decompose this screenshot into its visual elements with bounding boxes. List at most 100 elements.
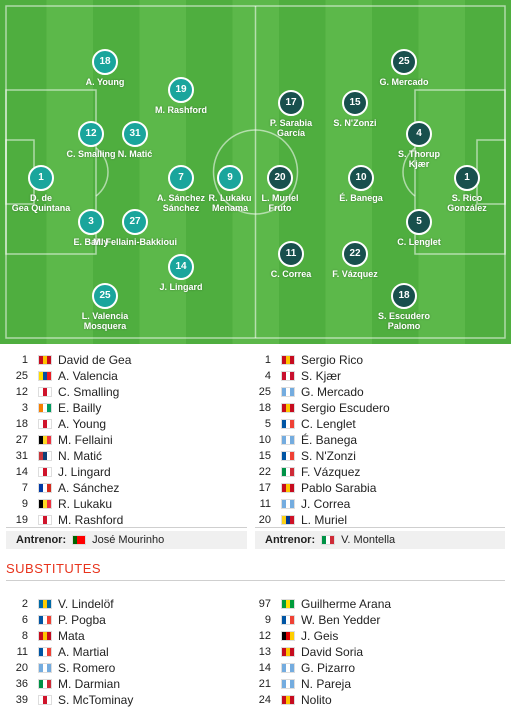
player-name[interactable]: S. McTominay <box>58 693 134 707</box>
pitch-player-away-25[interactable]: 25 G. Mercado <box>349 49 459 87</box>
player-number-badge: 4 <box>406 121 432 147</box>
player-name[interactable]: M. Rashford <box>58 513 124 527</box>
player-name[interactable]: F. Vázquez <box>301 465 361 479</box>
player-name[interactable]: N. Matić <box>58 449 103 463</box>
player-name[interactable]: J. Lingard <box>58 465 111 479</box>
pitch-player-home-27[interactable]: 27 M. Fellaini-Bakkioui <box>80 209 190 247</box>
player-name[interactable]: L. Muriel <box>301 513 348 527</box>
pitch-player-away-10[interactable]: 10 É. Banega <box>306 165 416 203</box>
pitch-player-away-5[interactable]: 5 C. Lenglet <box>364 209 474 247</box>
pitch-player-home-31[interactable]: 31 N. Matić <box>80 121 190 159</box>
player-name[interactable]: J. Correa <box>301 497 351 511</box>
pitch-player-away-15[interactable]: 15 S. N'Zonzi <box>300 90 410 128</box>
player-name[interactable]: A. Young <box>58 417 107 431</box>
pitch-player-home-14[interactable]: 14 J. Lingard <box>126 254 236 292</box>
player-name[interactable]: E. Bailly <box>58 401 102 415</box>
player-name[interactable]: M. Darmian <box>58 677 121 691</box>
player-name[interactable]: A. Martial <box>58 645 109 659</box>
player-name[interactable]: David de Gea <box>58 353 132 367</box>
player-name[interactable]: Sergio Escudero <box>301 401 390 415</box>
player-name[interactable]: Nolito <box>301 693 332 707</box>
pitch-player-home-18[interactable]: 18 A. Young <box>50 49 160 87</box>
player-name[interactable]: N. Pareja <box>301 677 352 691</box>
player-name[interactable]: Sergio Rico <box>301 353 364 367</box>
player-name[interactable]: R. Lukaku <box>58 497 113 511</box>
player-name[interactable]: V. Lindelöf <box>58 597 114 611</box>
player-name[interactable]: G. Pizarro <box>301 661 356 675</box>
player-name[interactable]: J. Geis <box>301 629 339 643</box>
player-name[interactable]: C. Lenglet <box>301 417 356 431</box>
player-number: 25 <box>15 370 28 382</box>
player-number-badge: 19 <box>168 77 194 103</box>
player-name[interactable]: W. Ben Yedder <box>301 613 381 627</box>
player-name[interactable]: David Soria <box>301 645 364 659</box>
player-name[interactable]: M. Fellaini <box>58 433 113 447</box>
player-name[interactable]: S. N'Zonzi <box>301 449 356 463</box>
player-name[interactable]: A. Sánchez <box>58 481 120 495</box>
player-name[interactable]: S. Romero <box>58 661 116 675</box>
player-name[interactable]: Mata <box>58 629 85 643</box>
pitch-player-home-19[interactable]: 19 M. Rashford <box>126 77 236 115</box>
player-name[interactable]: É. Banega <box>301 433 358 447</box>
pitch-player-home-12[interactable]: 12 C. Smalling <box>36 121 146 159</box>
player-name[interactable]: S. Kjær <box>301 369 342 383</box>
pitch-player-away-11[interactable]: 11 C. Correa <box>236 241 346 279</box>
pitch-player-away-22[interactable]: 22 F. Vázquez <box>300 241 410 279</box>
player-name[interactable]: G. Mercado <box>301 385 364 399</box>
player-name[interactable]: C. Smalling <box>58 385 120 399</box>
player-name[interactable]: P. Pogba <box>58 613 106 627</box>
home-lineup-row[interactable]: 25 A. Valencia <box>10 368 256 384</box>
away-coach-name[interactable]: V. Montella <box>341 534 396 546</box>
player-name[interactable]: Guilherme Arana <box>301 597 392 611</box>
player-name[interactable]: Pablo Sarabia <box>301 481 377 495</box>
pitch-player-home-3[interactable]: 3 E. Bailly <box>36 209 146 247</box>
player-name[interactable]: A. Valencia <box>58 369 118 383</box>
home-coach-name[interactable]: José Mourinho <box>92 534 165 546</box>
